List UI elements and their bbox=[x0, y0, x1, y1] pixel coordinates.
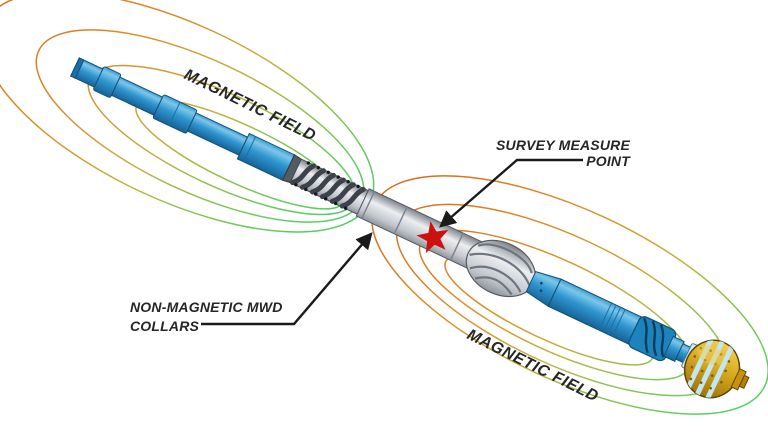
survey-measure-point-label: SURVEY MEASURE POINT bbox=[496, 137, 631, 169]
leader-line-survey bbox=[439, 158, 583, 228]
mwd-collar-blue bbox=[525, 271, 644, 346]
drill-bit bbox=[683, 334, 750, 402]
non-magnetic-collars-label: NON-MAGNETIC MWD COLLARS bbox=[130, 299, 283, 334]
drill-string bbox=[70, 57, 750, 402]
drill-pipe bbox=[70, 57, 296, 181]
magnetic-field-label-lower: MAGNETIC FIELD bbox=[464, 326, 601, 405]
svg-text:NON-MAGNETIC MWD: NON-MAGNETIC MWD bbox=[130, 299, 283, 315]
svg-text:SURVEY MEASURE: SURVEY MEASURE bbox=[496, 137, 630, 153]
magnetic-field-lines-upper bbox=[0, 0, 375, 233]
svg-text:COLLARS: COLLARS bbox=[130, 318, 200, 334]
svg-text:POINT: POINT bbox=[586, 153, 631, 169]
stabilizer-grey bbox=[465, 239, 536, 298]
flex-coupling bbox=[289, 158, 369, 215]
leader-line-collars bbox=[201, 232, 373, 326]
survey-star-icon bbox=[416, 221, 449, 254]
